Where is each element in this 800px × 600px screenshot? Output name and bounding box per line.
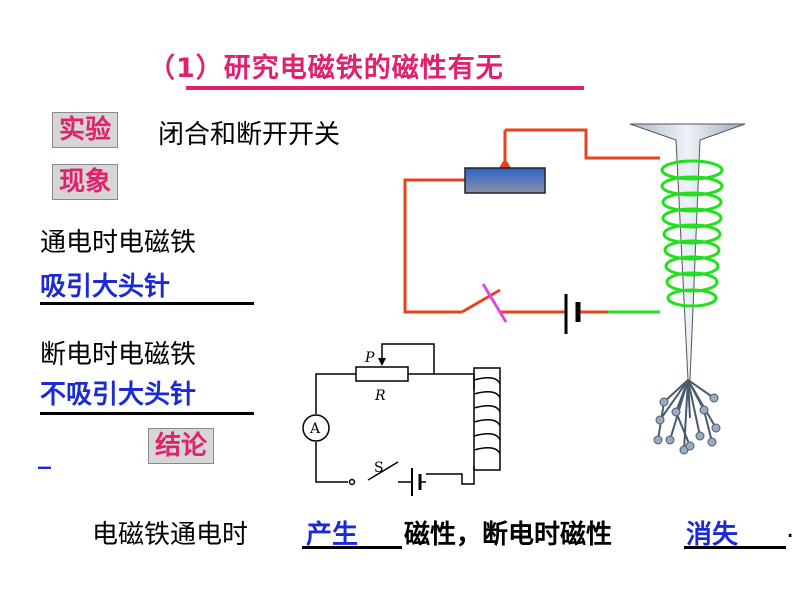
schematic-label-a: A [309, 421, 321, 437]
pin-heads [653, 393, 721, 455]
answer-underline-2 [40, 412, 254, 415]
conclusion-end: . [786, 514, 795, 544]
schematic-label-r: R [374, 388, 386, 404]
conclusion-text-1: 电磁铁通电时 [92, 520, 249, 550]
experiment-text: 闭合和断开开关 [158, 120, 341, 150]
powered-off-label: 断电时电磁铁 [40, 340, 197, 370]
switch-lever [461, 288, 501, 314]
schematic-diagram [302, 343, 501, 496]
conclusion-text-2: 磁性，断电时磁性 [404, 520, 613, 550]
circuit-wires [403, 128, 660, 314]
rheostat-arrow [499, 158, 511, 168]
schematic-label-p: P [364, 350, 375, 366]
stray-mark: _ [38, 440, 51, 470]
answer-underline-1 [40, 302, 254, 305]
schematic-label-s: S [374, 460, 384, 476]
blank-underline-2 [684, 546, 786, 549]
powered-off-answer: 不吸引大头针 [40, 380, 197, 410]
page-title: （1）研究电磁铁的磁性有无 [148, 53, 504, 84]
pins-icon [657, 379, 717, 451]
schematic-slider-arrow [378, 358, 386, 366]
experiment-tag: 实验 [52, 112, 119, 148]
iron-core [629, 123, 746, 381]
powered-on-label: 通电时电磁铁 [40, 228, 197, 258]
phenomenon-tag: 现象 [52, 164, 119, 200]
powered-on-answer: 吸引大头针 [40, 272, 171, 302]
switch-marker [481, 283, 508, 323]
coil-icon [660, 159, 724, 308]
rheostat [464, 167, 546, 194]
conclusion-blank-2: 消失 [686, 520, 739, 550]
blank-underline-1 [302, 546, 402, 549]
conclusion-tag: 结论 [148, 428, 215, 464]
title-underline [186, 86, 584, 90]
conclusion-blank-1: 产生 [306, 520, 359, 550]
